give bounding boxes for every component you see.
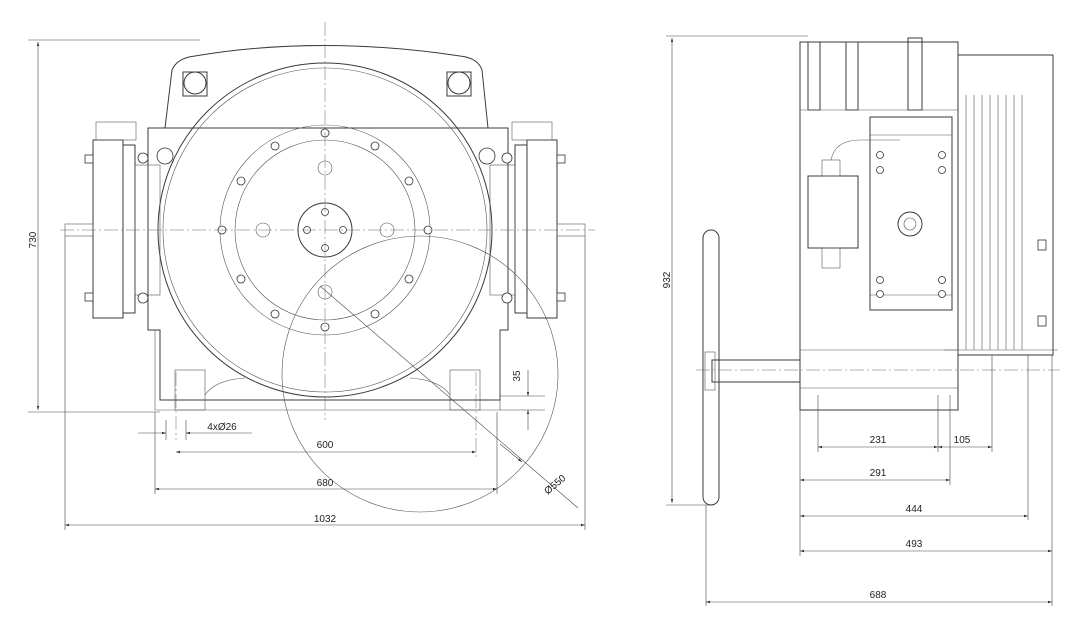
base-outline bbox=[154, 330, 501, 411]
dim-932: 932 bbox=[662, 271, 673, 288]
fin-bolt-1 bbox=[1037, 239, 1047, 251]
brake-left bbox=[84, 121, 174, 319]
wheel-hub bbox=[704, 351, 716, 391]
housing-body bbox=[147, 127, 509, 401]
foot-fillet-left bbox=[204, 377, 246, 396]
lifting-pad-left bbox=[182, 71, 208, 97]
brake-right bbox=[478, 121, 566, 319]
lifting-eye-left bbox=[183, 71, 207, 95]
dim-493: 493 bbox=[906, 539, 923, 550]
side-view: 932 231 105 291 444 493 688 bbox=[662, 35, 1060, 606]
dim-444: 444 bbox=[906, 504, 923, 515]
dim-231: 231 bbox=[870, 435, 887, 446]
shaft bbox=[711, 359, 801, 383]
dim-680: 680 bbox=[317, 478, 334, 489]
sheave-arrow bbox=[499, 443, 523, 463]
tube-3 bbox=[907, 37, 923, 111]
cable-gland-bottom bbox=[821, 247, 841, 269]
dim-1032: 1032 bbox=[314, 514, 337, 525]
dim-730: 730 bbox=[28, 231, 39, 248]
frame bbox=[799, 41, 959, 411]
dim-688: 688 bbox=[870, 590, 887, 601]
foot-fillet-right bbox=[409, 377, 451, 396]
foot-left bbox=[174, 369, 206, 411]
lifting-eye-right bbox=[447, 71, 471, 95]
cable bbox=[830, 139, 900, 161]
dim-600: 600 bbox=[317, 440, 334, 451]
tube-1 bbox=[807, 41, 821, 111]
tube-2 bbox=[845, 41, 859, 111]
dim-4x26: 4xØ26 bbox=[207, 422, 237, 433]
dim-550: Ø550 bbox=[542, 473, 568, 497]
fin-housing bbox=[957, 54, 1054, 356]
hand-wheel bbox=[702, 229, 720, 506]
sheave-leader bbox=[319, 285, 579, 509]
foot-right bbox=[449, 369, 481, 411]
dim-35: 35 bbox=[512, 370, 523, 382]
cooling-fins bbox=[965, 95, 1023, 350]
fin-bolt-2 bbox=[1037, 315, 1047, 327]
shaft-flange bbox=[897, 211, 923, 237]
shaft-center bbox=[903, 217, 917, 231]
lifting-pad-right bbox=[446, 71, 472, 97]
sheave-circle bbox=[281, 235, 559, 513]
dim-291: 291 bbox=[870, 468, 887, 479]
front-view: 730 35 4xØ26 600 680 1032 Ø550 bbox=[28, 22, 595, 530]
dim-105: 105 bbox=[954, 435, 971, 446]
motor-plate bbox=[869, 116, 953, 311]
terminal-box bbox=[807, 175, 859, 249]
plate-bolts bbox=[876, 151, 946, 298]
housing-top bbox=[164, 45, 489, 129]
cable-gland-top bbox=[821, 159, 841, 177]
